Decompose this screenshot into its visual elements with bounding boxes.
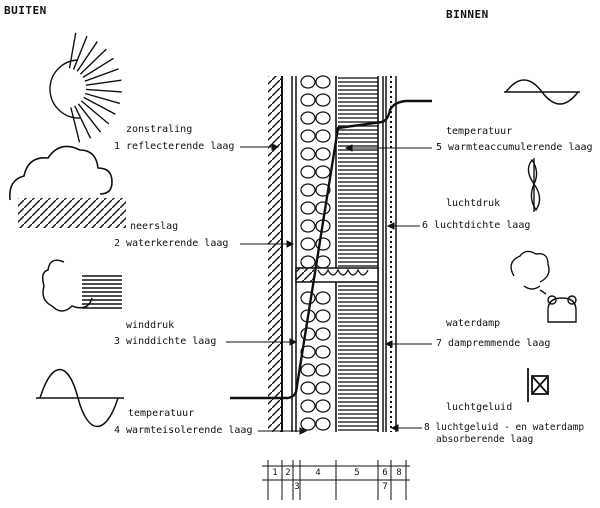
label-air-sound: luchtgeluid xyxy=(446,402,513,413)
sun-icon xyxy=(49,32,122,143)
label-layer-4: 4 warmteisolerende laag xyxy=(114,425,253,436)
label-temperature-outside: temperatuur xyxy=(128,408,195,419)
scale-number-2: 2 xyxy=(285,468,291,478)
layer-scale xyxy=(262,460,410,500)
label-layer-8: 8 luchtgeluid - en waterdamp xyxy=(424,422,585,433)
steam-kettle-icon xyxy=(510,250,577,323)
layer-1-reflective xyxy=(268,76,282,432)
scale-number-5: 5 xyxy=(354,468,360,478)
scale-number-3: 3 xyxy=(294,482,300,492)
speaker-icon xyxy=(527,368,549,402)
wind-cloud-icon xyxy=(41,259,122,312)
label-layer-5: 5 warmteaccumulerende laag xyxy=(436,142,593,153)
scale-number-8: 8 xyxy=(396,468,402,478)
rain-cloud-icon xyxy=(8,145,126,228)
scale-number-6: 6 xyxy=(382,468,388,478)
sine-wave-icon-inside xyxy=(504,79,580,105)
label-water-vapour: waterdamp xyxy=(446,318,501,329)
label-air-pressure: luchtdruk xyxy=(446,198,501,209)
inside-header: BINNEN xyxy=(446,8,489,21)
scale-number-7: 7 xyxy=(382,482,388,492)
label-layer-8-line-2: absorberende laag xyxy=(436,434,534,445)
label-precipitation: neerslag xyxy=(130,221,179,232)
label-layer-2: 2 waterkerende laag xyxy=(114,238,229,249)
label-layer-7: 7 dampremmende laag xyxy=(436,338,551,349)
layer-4-insulation xyxy=(300,75,331,431)
label-temperature-inside: temperatuur xyxy=(446,126,513,137)
label-solar: zonstraling xyxy=(126,124,193,135)
wall-section xyxy=(230,75,432,432)
scale-number-1: 1 xyxy=(272,468,278,478)
layer-5-accumulating xyxy=(338,76,378,432)
label-layer-1: 1 reflecterende laag xyxy=(114,141,235,152)
sine-wave-icon xyxy=(36,368,124,428)
leader-lines-right xyxy=(344,144,432,432)
propeller-icon xyxy=(527,158,541,212)
label-wind: winddruk xyxy=(126,320,175,331)
temperature-profile-line xyxy=(230,99,432,400)
scale-number-4: 4 xyxy=(315,468,321,478)
label-layer-6: 6 luchtdichte laag xyxy=(422,220,531,231)
label-layer-3: 3 winddichte laag xyxy=(114,336,217,347)
leader-lines-left xyxy=(226,143,308,435)
outside-header: BUITEN xyxy=(4,4,47,17)
